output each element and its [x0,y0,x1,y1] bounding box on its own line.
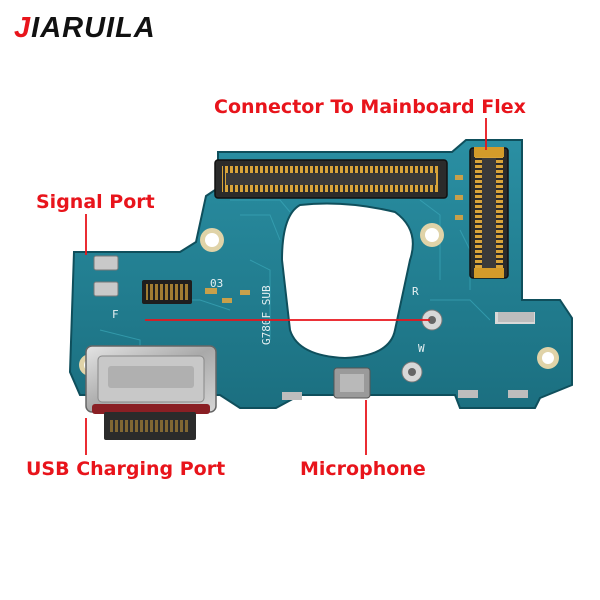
brand-logo-prefix: J [14,12,32,44]
silk-f: F [112,308,119,321]
brand-logo-rest: IARUILA [31,12,156,44]
pcb-center-cutout [280,202,414,360]
usb-c-port [85,345,217,440]
label-signal-port: Signal Port [36,191,155,213]
connector-horizontal [214,159,448,199]
brand-logo: JIARUILA [14,12,156,45]
callout-lines [85,118,487,455]
signal-port-pads [93,255,119,297]
label-usb-charging-port: USB Charging Port [26,458,226,480]
silk-r: R [412,285,419,298]
spring-contacts [282,312,534,400]
silk-w: W [418,342,425,355]
label-microphone: Microphone [300,458,426,480]
silk-model: G780F SUB [260,285,273,345]
small-ic-connector [142,280,192,304]
microphone-component [333,367,371,399]
silk-rev: 03 [210,277,223,290]
label-connector: Connector To Mainboard Flex [214,96,526,118]
connector-mainboard-flex [469,147,509,279]
